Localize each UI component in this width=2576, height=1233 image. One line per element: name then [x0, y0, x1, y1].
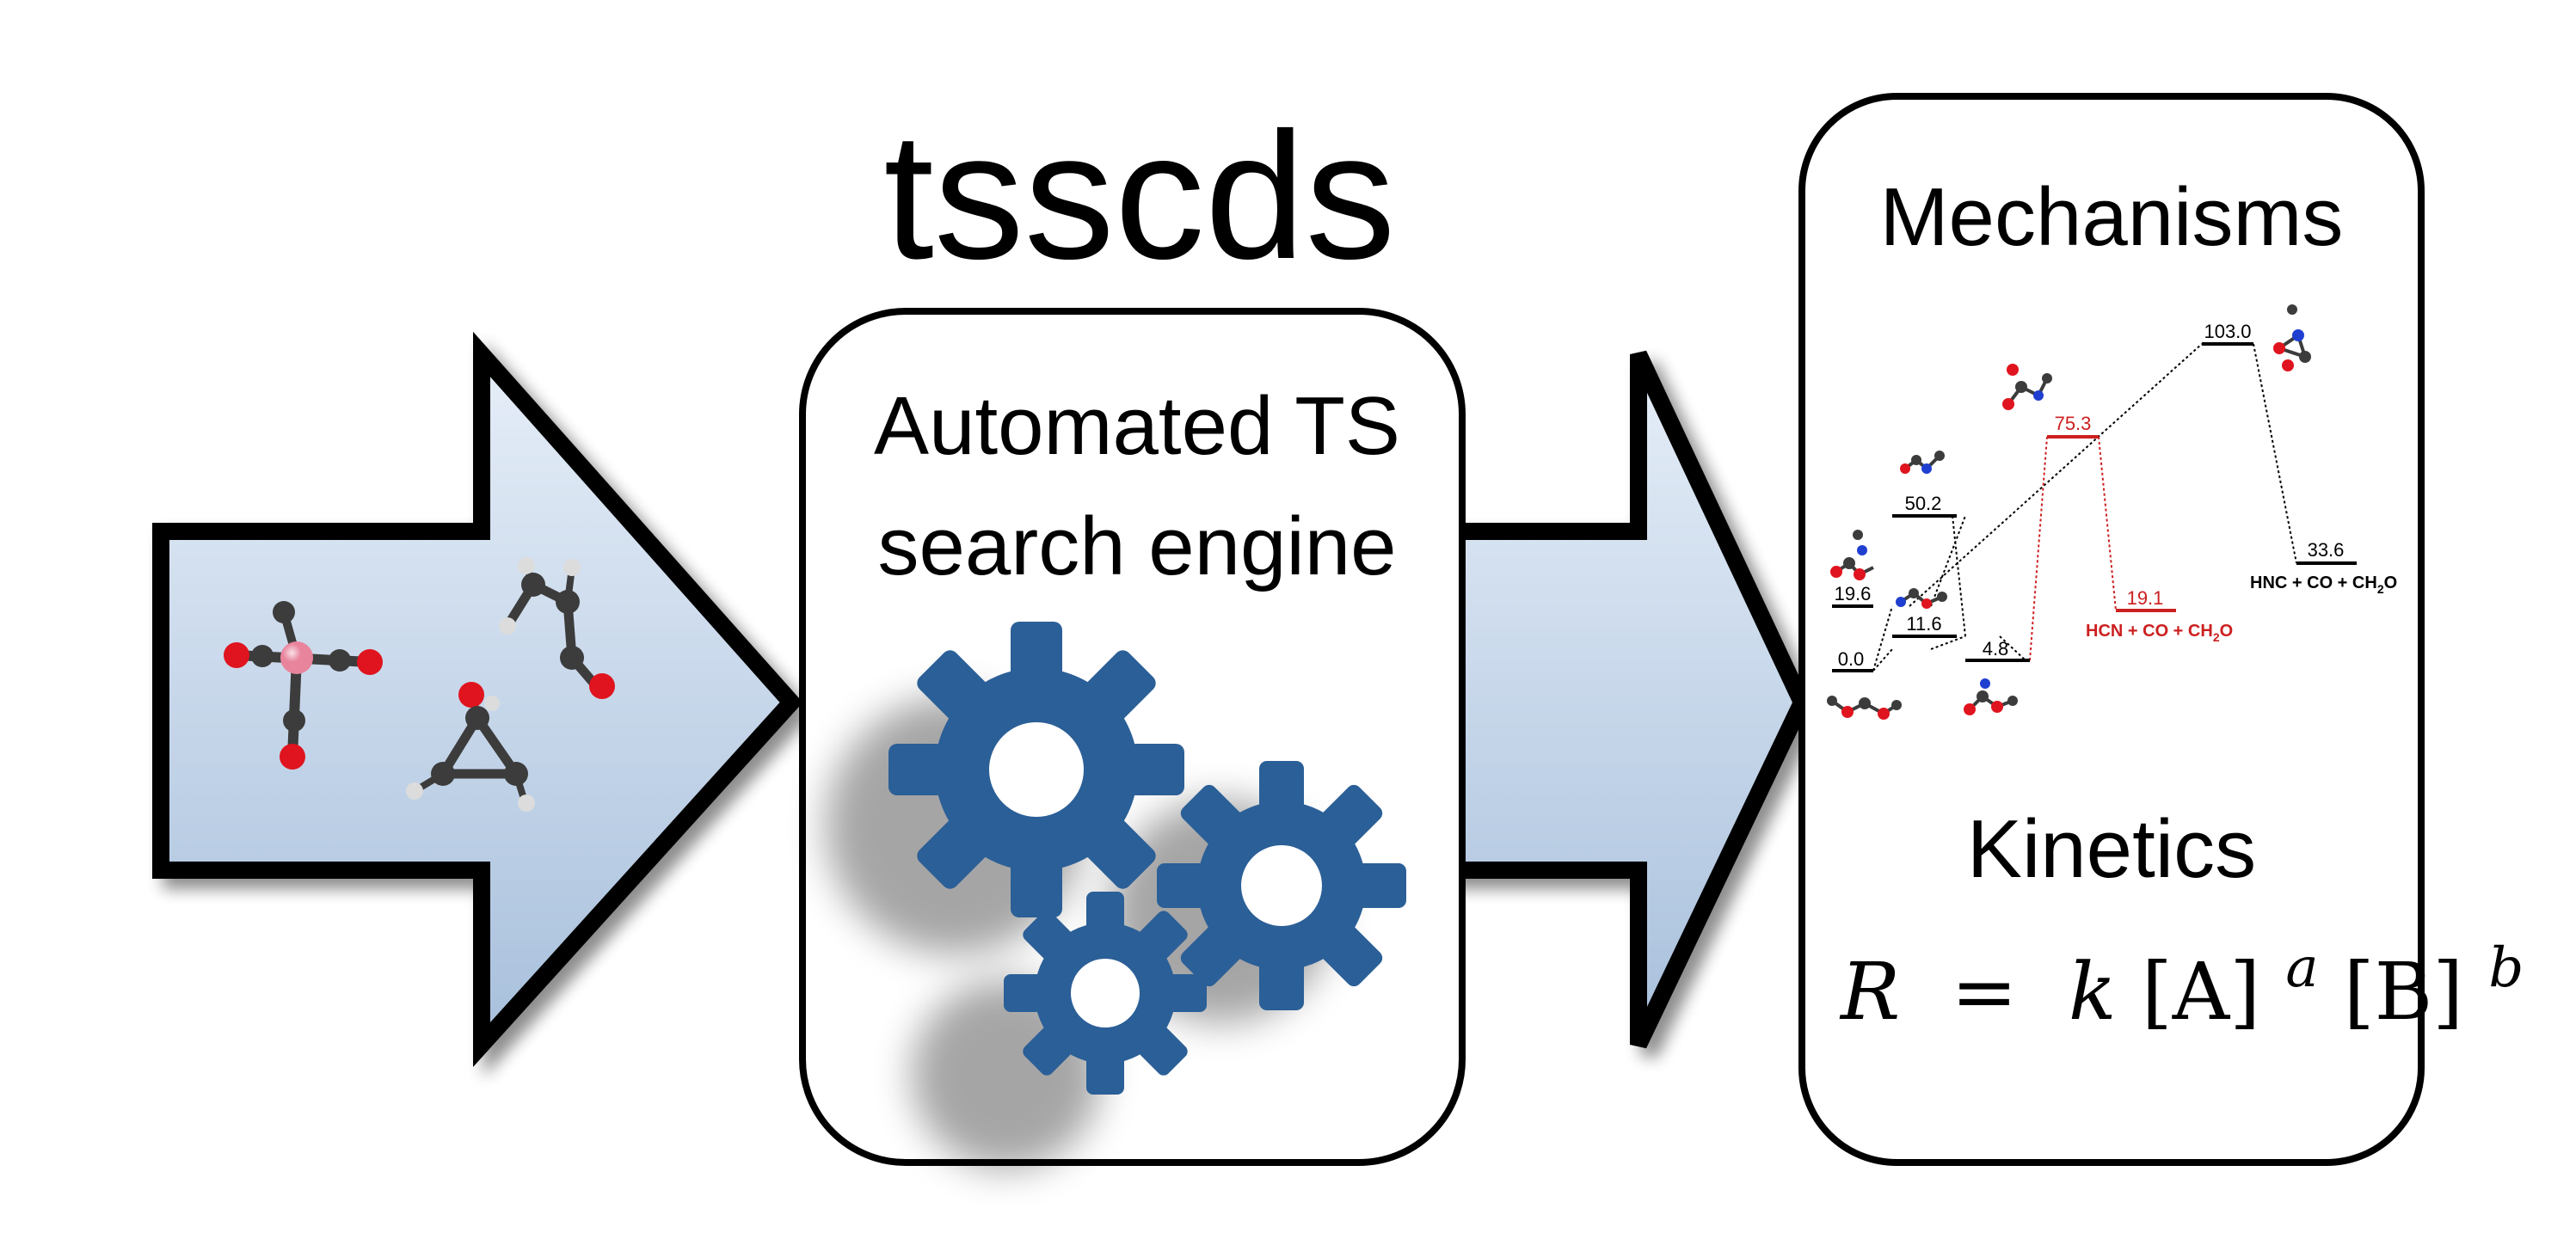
results-box: Mechanisms Kinetics R = k [A] a [B] b	[1798, 93, 2524, 1166]
acrolein-molecule	[499, 557, 615, 699]
energy-profile-diagram: 0.0 19.6 50.2 11.6 4.8 75.3 19.1 103.0 3…	[1827, 304, 2397, 720]
structure-sketches	[1827, 304, 2311, 720]
conc-b: [B]	[2344, 946, 2463, 1038]
level-label: 75.3	[2055, 413, 2092, 434]
products-label-red: HCN + CO + CH2O	[2086, 622, 2233, 644]
gear-icon-small	[1004, 892, 1207, 1095]
conc-a: [A]	[2142, 946, 2260, 1038]
structure-50-2	[1900, 451, 1945, 474]
rate-symbol: R	[1839, 946, 1900, 1038]
structure-75-3	[2002, 364, 2052, 410]
energy-levels	[1832, 342, 2357, 672]
structure-103-0	[2273, 304, 2311, 371]
mechanisms-heading: Mechanisms	[1880, 171, 2344, 263]
order-a: a	[2285, 936, 2318, 1000]
engine-label-line1: Automated TS	[874, 380, 1400, 472]
level-label: 19.6	[1835, 583, 1872, 604]
engine-label-line2: search engine	[877, 500, 1396, 592]
title: tsscds	[883, 95, 1395, 297]
gear-icon-large	[888, 622, 1184, 917]
structure-4-8	[1964, 678, 2018, 715]
metal-carbonyl-molecule	[224, 601, 383, 770]
rate-constant: k	[2069, 946, 2117, 1038]
output-arrow	[1402, 350, 1812, 1049]
structure-19-6	[1830, 530, 1874, 580]
cyclopropanone-molecule	[406, 682, 535, 812]
order-b: b	[2488, 936, 2524, 1000]
structure-11-6	[1896, 588, 1947, 609]
gear-icon-medium	[1157, 761, 1406, 1010]
structure-reactant	[1827, 696, 1902, 720]
kinetics-heading: Kinetics	[1967, 803, 2256, 895]
search-engine-box: Automated TS search engine	[799, 308, 1466, 1169]
level-label: 33.6	[2308, 539, 2345, 561]
level-label: 11.6	[1906, 613, 1941, 635]
input-molecules	[224, 557, 615, 812]
rate-law: R = k [A] a [B] b	[1839, 913, 2524, 1038]
level-label: 103.0	[2204, 321, 2251, 342]
products-label-black: HNC + CO + CH2O	[2250, 574, 2397, 596]
level-label: 50.2	[1905, 493, 1942, 514]
level-label: 4.8	[1983, 638, 2009, 659]
equals-sign: =	[1952, 946, 2018, 1038]
level-label: 0.0	[1838, 648, 1865, 670]
level-label: 19.1	[2127, 587, 2164, 609]
